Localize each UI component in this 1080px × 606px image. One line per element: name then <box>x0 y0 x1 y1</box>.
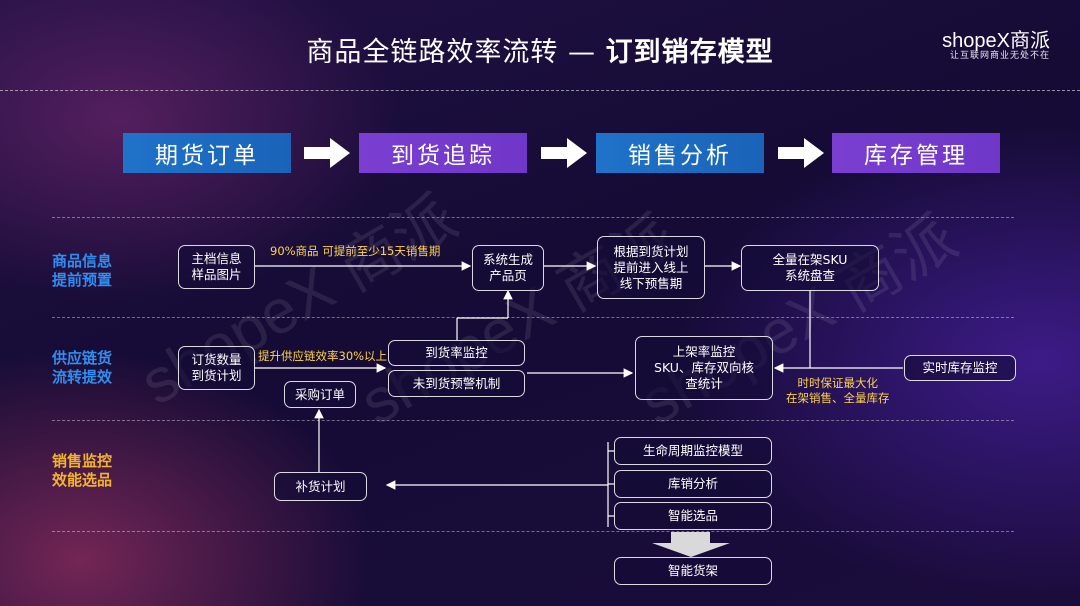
header-divider <box>0 90 1080 91</box>
box-sales-inventory-analysis: 库销分析 <box>614 470 772 498</box>
brand-slogan: 让互联网商业无处不在 <box>949 51 1050 61</box>
brand-logo: shopeX商派 <box>942 30 1050 52</box>
box-presale-period: 根据到货计划 提前进入线上 线下预售期 <box>597 236 705 299</box>
box-smart-shelf: 智能货架 <box>614 557 772 585</box>
row-divider <box>52 531 1014 532</box>
title-bold: 订到销存模型 <box>605 37 774 68</box>
box-unarrived-alert: 未到货预警机制 <box>388 370 525 397</box>
note-efficiency-30: 提升供应链效率30%以上 <box>258 349 388 363</box>
right-arrow-icon <box>541 138 587 168</box>
box-generate-product-page: 系统生成 产品页 <box>472 245 544 291</box>
box-smart-selection: 智能选品 <box>614 502 772 530</box>
stage-sales-analysis: 销售分析 <box>596 133 764 173</box>
right-arrow-icon <box>304 138 350 168</box>
box-realtime-inventory: 实时库存监控 <box>904 355 1016 381</box>
row-divider <box>52 217 1014 218</box>
box-sku-check: 全量在架SKU 系统盘查 <box>741 245 879 291</box>
row-divider <box>52 317 1014 318</box>
stage-inventory-management: 库存管理 <box>832 133 1000 173</box>
stage-arrival-tracking: 到货追踪 <box>359 133 527 173</box>
row-divider <box>52 420 1014 421</box>
box-master-info: 主档信息 样品图片 <box>178 245 255 289</box>
box-shelf-rate-monitor: 上架率监控 SKU、库存双向核 查统计 <box>635 336 773 400</box>
box-purchase-order: 采购订单 <box>284 381 356 408</box>
box-lifecycle-model: 生命周期监控模型 <box>614 437 772 465</box>
row-label-product-info: 商品信息 提前预置 <box>52 252 113 289</box>
row-label-sales-monitor: 销售监控 效能选品 <box>52 452 113 489</box>
page-title: 商品全链路效率流转 — 订到销存模型 <box>0 30 1080 69</box>
box-replenish-plan: 补货计划 <box>274 472 367 501</box>
note-maximize: 时时保证最大化 在架销售、全量库存 <box>786 376 890 405</box>
box-order-quantity: 订货数量 到货计划 <box>178 346 255 390</box>
row-label-supply-chain: 供应链货 流转提效 <box>52 349 113 386</box>
title-main: 商品全链路效率流转 — <box>306 37 606 68</box>
box-arrival-monitor: 到货率监控 <box>388 340 525 366</box>
note-presale-90: 90%商品 可提前至少15天销售期 <box>270 244 441 258</box>
stage-futures-order: 期货订单 <box>123 133 291 173</box>
right-arrow-icon <box>778 138 824 168</box>
